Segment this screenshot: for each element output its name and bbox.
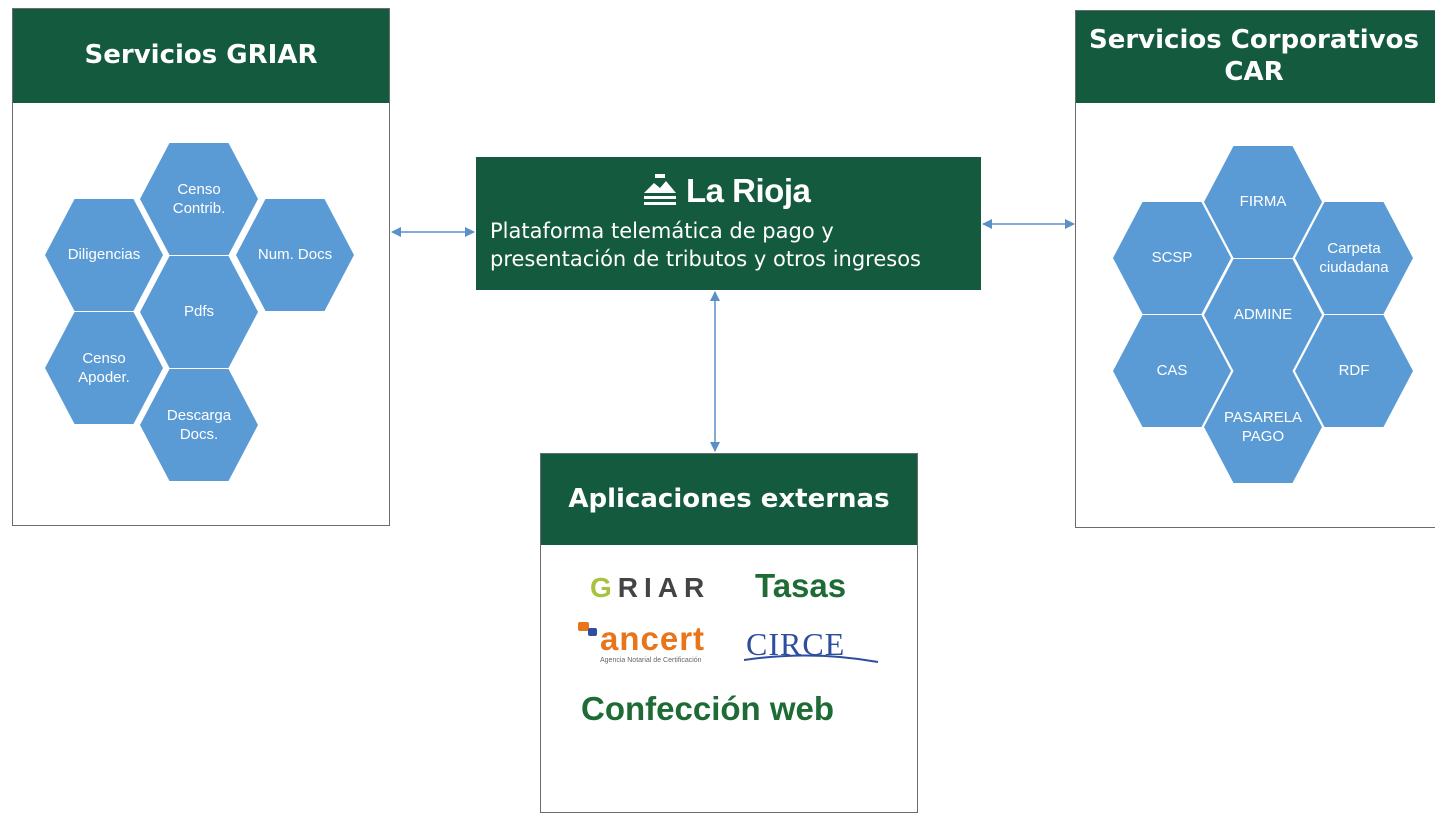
confeccion-web-label: Confección web [581, 690, 835, 727]
circe-swoosh-icon [743, 654, 879, 663]
hex-descarga-docs: Descarga Docs. [140, 369, 258, 481]
hex-label: SCSP [1151, 249, 1193, 267]
car-panel-title: Servicios Corporativos CAR [1076, 11, 1435, 103]
ancert-word: ancert [600, 620, 706, 657]
hex-label: PASARELA PAGO [1223, 408, 1303, 446]
ancert-logo: ancert Agencia Notarial de Certificación [578, 622, 705, 664]
la-rioja-emblem-icon [644, 174, 676, 205]
circe-logo: CIRCE [743, 626, 879, 663]
hex-label: Descarga Docs. [166, 406, 232, 444]
griar-logo: GRIAR [590, 572, 710, 604]
hex-label: Censo Apoder. [78, 349, 130, 387]
external-panel-title: Aplicaciones externas [541, 454, 917, 545]
hex-label: FIRMA [1239, 193, 1287, 211]
hex-label: Num. Docs [257, 246, 333, 264]
la-rioja-logo-text: La Rioja [686, 172, 811, 209]
external-apps-panel: Aplicaciones externas [540, 453, 918, 813]
hex-label: CAS [1156, 362, 1188, 380]
ancert-mark-icon [578, 622, 597, 636]
griar-logo-g: G [590, 572, 618, 603]
tasas-label: Tasas [755, 567, 847, 604]
la-rioja-platform-box: La Rioja Plataforma telemática de pago y… [476, 157, 981, 290]
hex-label: Diligencias [67, 246, 141, 264]
hex-label: Carpeta ciudadana [1319, 239, 1389, 277]
hex-label: RDF [1338, 362, 1370, 380]
la-rioja-logo: La Rioja [640, 168, 811, 214]
griar-logo-rest: RIAR [617, 572, 711, 603]
hex-label: Censo Contrib. [172, 180, 226, 218]
griar-panel-title: Servicios GRIAR [13, 9, 389, 103]
hex-pdfs: Pdfs [140, 256, 258, 368]
hex-label: ADMINE [1233, 306, 1293, 324]
platform-description: Plataforma telemática de pago y presenta… [490, 219, 921, 272]
hex-censo-contrib: Censo Contrib. [140, 143, 258, 255]
hex-label: Pdfs [183, 303, 214, 321]
ancert-subtitle: Agencia Notarial de Certificación [600, 657, 702, 664]
